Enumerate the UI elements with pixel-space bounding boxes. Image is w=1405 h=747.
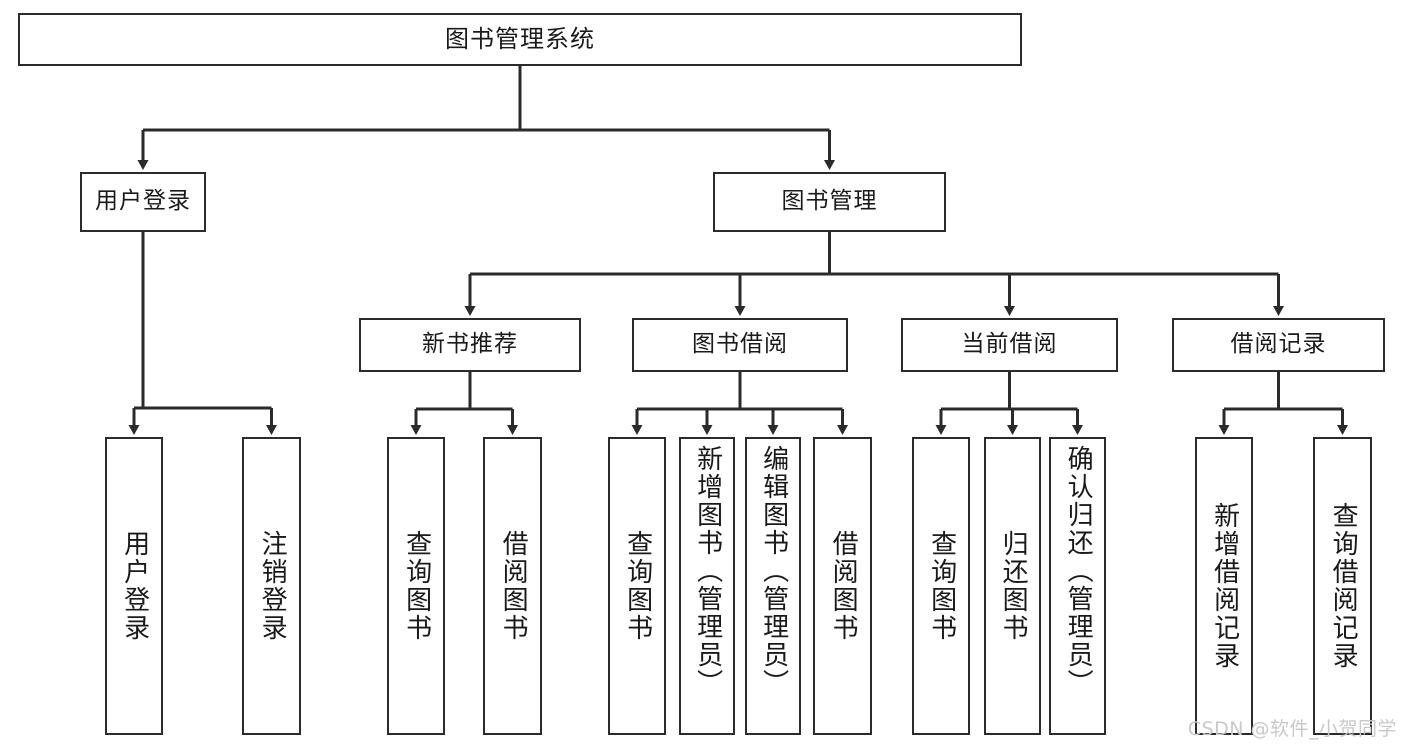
leaf-query-book-borrow[interactable]: 查询图书 bbox=[608, 437, 666, 735]
leaf-query-book-current-label: 查询图书 bbox=[926, 530, 957, 642]
node-user-login[interactable]: 用户登录 bbox=[80, 172, 206, 232]
leaf-borrow-book-recommend[interactable]: 借阅图书 bbox=[483, 437, 542, 735]
leaf-confirm-return-admin[interactable]: 确认归还（管理员） bbox=[1049, 437, 1106, 735]
leaf-query-book-recommend[interactable]: 查询图书 bbox=[387, 437, 445, 735]
node-new-book-recommend-label: 新书推荐 bbox=[422, 331, 518, 358]
leaf-query-borrow-record[interactable]: 查询借阅记录 bbox=[1313, 437, 1372, 735]
leaf-add-borrow-record[interactable]: 新增借阅记录 bbox=[1195, 437, 1253, 735]
leaf-query-book-current[interactable]: 查询图书 bbox=[912, 437, 970, 735]
node-book-management[interactable]: 图书管理 bbox=[713, 172, 946, 232]
leaf-borrow-book-label: 借阅图书 bbox=[828, 530, 859, 642]
leaf-add-book-admin[interactable]: 新增图书（管理员） bbox=[679, 437, 735, 735]
leaf-borrow-book[interactable]: 借阅图书 bbox=[813, 437, 872, 735]
node-current-borrow[interactable]: 当前借阅 bbox=[901, 318, 1118, 372]
node-new-book-recommend[interactable]: 新书推荐 bbox=[359, 318, 581, 372]
node-borrow-record[interactable]: 借阅记录 bbox=[1172, 318, 1385, 372]
leaf-return-book[interactable]: 归还图书 bbox=[984, 437, 1041, 735]
node-root-label: 图书管理系统 bbox=[445, 25, 595, 54]
leaf-add-book-admin-label: 新增图书（管理员） bbox=[692, 445, 723, 697]
node-book-borrow-label: 图书借阅 bbox=[692, 331, 788, 358]
node-current-borrow-label: 当前借阅 bbox=[961, 331, 1058, 358]
node-book-management-label: 图书管理 bbox=[781, 188, 878, 215]
node-root[interactable]: 图书管理系统 bbox=[18, 13, 1022, 66]
csdn-watermark: CSDN @软件_小贺同学 bbox=[1187, 718, 1397, 740]
leaf-borrow-book-recommend-label: 借阅图书 bbox=[498, 530, 529, 642]
leaf-logout[interactable]: 注销登录 bbox=[242, 437, 301, 735]
node-user-login-label: 用户登录 bbox=[95, 188, 191, 215]
leaf-add-borrow-record-label: 新增借阅记录 bbox=[1209, 502, 1240, 670]
node-book-borrow[interactable]: 图书借阅 bbox=[632, 318, 848, 372]
leaf-query-borrow-record-label: 查询借阅记录 bbox=[1328, 502, 1359, 670]
leaf-logout-label: 注销登录 bbox=[257, 530, 288, 642]
leaf-query-book-borrow-label: 查询图书 bbox=[622, 530, 653, 642]
leaf-user-login-label: 用户登录 bbox=[119, 530, 150, 642]
leaf-user-login[interactable]: 用户登录 bbox=[105, 437, 163, 735]
leaf-query-book-recommend-label: 查询图书 bbox=[401, 530, 432, 642]
node-borrow-record-label: 借阅记录 bbox=[1230, 331, 1327, 358]
leaf-edit-book-admin-label: 编辑图书（管理员） bbox=[758, 445, 789, 697]
leaf-return-book-label: 归还图书 bbox=[998, 530, 1029, 642]
leaf-edit-book-admin[interactable]: 编辑图书（管理员） bbox=[745, 437, 801, 735]
leaf-confirm-return-admin-label: 确认归还（管理员） bbox=[1063, 445, 1094, 697]
